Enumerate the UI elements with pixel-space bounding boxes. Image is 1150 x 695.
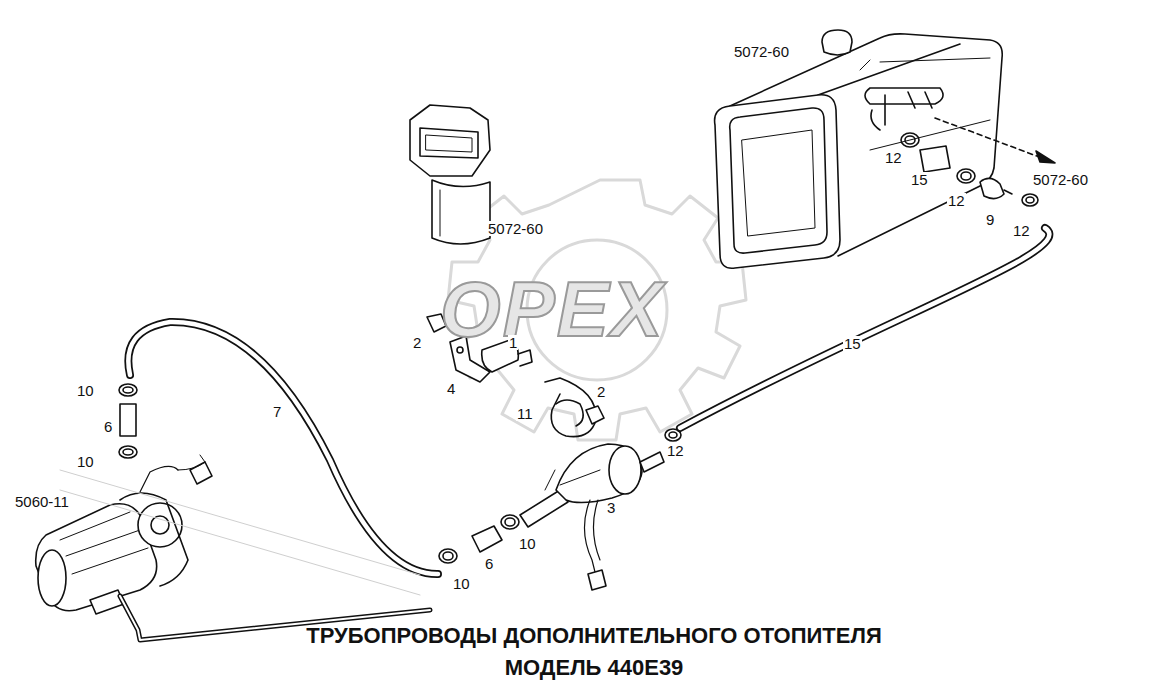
callout-number: 6: [484, 556, 494, 571]
callout-number: 12: [666, 443, 685, 458]
callout-number: 5060-11: [14, 494, 70, 509]
callout-number: 12: [1012, 223, 1031, 238]
fuel-tank: [715, 30, 1003, 268]
callout-number: 11: [516, 406, 534, 421]
callout-number: 1: [508, 335, 518, 350]
diagram-title: ТРУБОПРОВОДЫ ДОПОЛНИТЕЛЬНОГО ОТОПИТЕЛЯ М…: [269, 620, 919, 684]
callout-number: 15: [910, 172, 929, 187]
tank-fittings: [901, 133, 1038, 206]
callout-number: 7: [272, 404, 282, 419]
callout-number: 5072-60: [487, 221, 544, 236]
callout-number: 12: [884, 150, 903, 165]
callout-number: 5072-60: [1032, 172, 1089, 187]
heater-unit: [36, 455, 430, 640]
callout-number: 4: [446, 381, 456, 396]
fuel-line: [128, 322, 438, 574]
callout-number: 3: [606, 500, 616, 515]
callout-number: 5072-60: [733, 44, 790, 59]
callout-number: 2: [596, 384, 606, 399]
callout-number: 15: [843, 336, 862, 351]
callout-number: 6: [103, 419, 113, 434]
callout-number: 9: [985, 212, 995, 227]
callout-number: 10: [452, 576, 471, 591]
fuel-filter: [410, 105, 490, 244]
fuel-hose: [680, 228, 1049, 428]
watermark: OPEX: [440, 270, 665, 348]
fuel-pump: [520, 429, 681, 590]
callout-number: 10: [518, 536, 537, 551]
callout-number: 10: [76, 383, 95, 398]
callout-number: 12: [947, 193, 966, 208]
direction-arrow: [935, 118, 1055, 163]
callout-number: 2: [412, 335, 422, 350]
callout-number: 10: [76, 454, 95, 469]
